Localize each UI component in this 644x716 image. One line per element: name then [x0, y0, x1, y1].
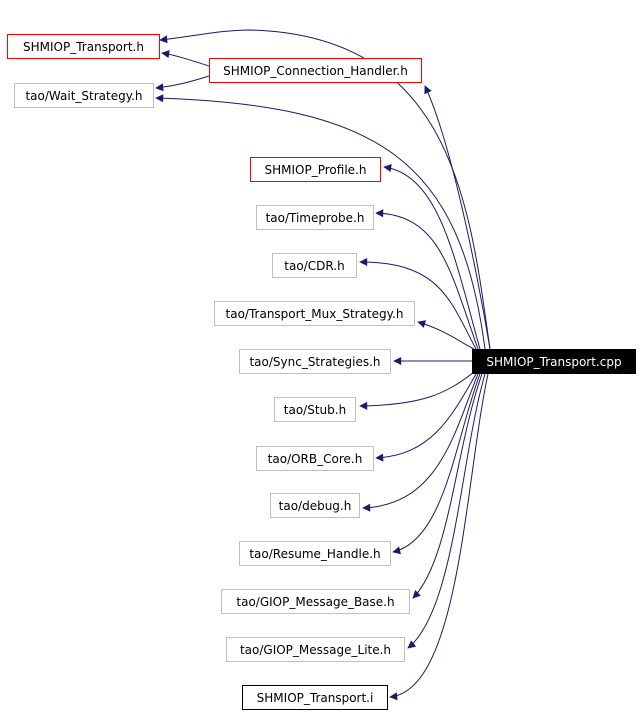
node-giop-message-lite-h[interactable]: tao/GIOP_Message_Lite.h — [226, 637, 405, 662]
edge-main-to-timeprobe_h — [375, 209, 479, 350]
node-timeprobe-h[interactable]: tao/Timeprobe.h — [256, 205, 374, 230]
node-transport-h[interactable]: SHMIOP_Transport.h — [7, 34, 160, 59]
node-profile-h[interactable]: SHMIOP_Profile.h — [250, 157, 381, 182]
node-label: tao/GIOP_Message_Lite.h — [239, 642, 392, 657]
edge-main-to-giop_message_base_h — [412, 373, 483, 599]
edge-main-to-profile_h — [383, 164, 481, 350]
edge-connection_handler_h-to-wait_strategy_h — [155, 75, 210, 92]
node-cdr-h[interactable]: tao/CDR.h — [272, 253, 357, 278]
edge-main-to-giop_message_lite_h — [407, 373, 486, 649]
node-label: SHMIOP_Transport.cpp — [486, 354, 622, 369]
edge-main-to-transport_mux_strategy_h — [417, 320, 475, 350]
node-giop-message-base-h[interactable]: tao/GIOP_Message_Base.h — [221, 589, 410, 614]
node-sync-strategies-h[interactable]: tao/Sync_Strategies.h — [239, 349, 391, 374]
node-wait-strategy-h[interactable]: tao/Wait_Strategy.h — [14, 83, 154, 108]
node-main: SHMIOP_Transport.cpp — [472, 349, 636, 374]
node-label: tao/CDR.h — [284, 258, 345, 273]
edge-connection_handler_h-to-transport_h — [161, 50, 210, 67]
node-orb-core-h[interactable]: tao/ORB_Core.h — [256, 446, 374, 471]
edge-main-to-resume_handle_h — [392, 373, 481, 555]
node-label: SHMIOP_Profile.h — [264, 162, 367, 177]
node-transport-i[interactable]: SHMIOP_Transport.i — [242, 685, 388, 710]
node-connection-handler-h[interactable]: SHMIOP_Connection_Handler.h — [209, 58, 422, 83]
node-label: tao/Resume_Handle.h — [249, 546, 381, 561]
edge-main-to-stub_h — [359, 371, 475, 410]
node-label: SHMIOP_Connection_Handler.h — [223, 63, 408, 78]
node-label: tao/Timeprobe.h — [265, 210, 365, 225]
dependency-edges — [155, 29, 491, 701]
edge-main-to-wait_strategy_h — [155, 94, 486, 350]
edge-main-to-debug_h — [362, 373, 479, 512]
node-label: tao/GIOP_Message_Base.h — [236, 594, 395, 609]
node-transport-mux-strategy-h[interactable]: tao/Transport_Mux_Strategy.h — [214, 301, 415, 326]
edge-main-to-transport_i — [389, 373, 489, 701]
node-label: tao/Sync_Strategies.h — [249, 354, 381, 369]
node-label: tao/Wait_Strategy.h — [25, 88, 143, 103]
node-label: SHMIOP_Transport.i — [256, 690, 374, 705]
node-label: SHMIOP_Transport.h — [23, 39, 144, 54]
node-label: tao/ORB_Core.h — [267, 451, 363, 466]
node-label: tao/debug.h — [278, 498, 352, 513]
node-label: tao/Stub.h — [283, 402, 347, 417]
edge-main-to-connection_handler_h — [424, 85, 491, 350]
node-resume-handle-h[interactable]: tao/Resume_Handle.h — [239, 541, 391, 566]
edge-main-to-orb_core_h — [375, 373, 477, 462]
node-debug-h[interactable]: tao/debug.h — [270, 493, 360, 518]
node-stub-h[interactable]: tao/Stub.h — [274, 397, 356, 422]
edge-main-to-cdr_h — [359, 258, 477, 350]
node-label: tao/Transport_Mux_Strategy.h — [225, 306, 404, 321]
